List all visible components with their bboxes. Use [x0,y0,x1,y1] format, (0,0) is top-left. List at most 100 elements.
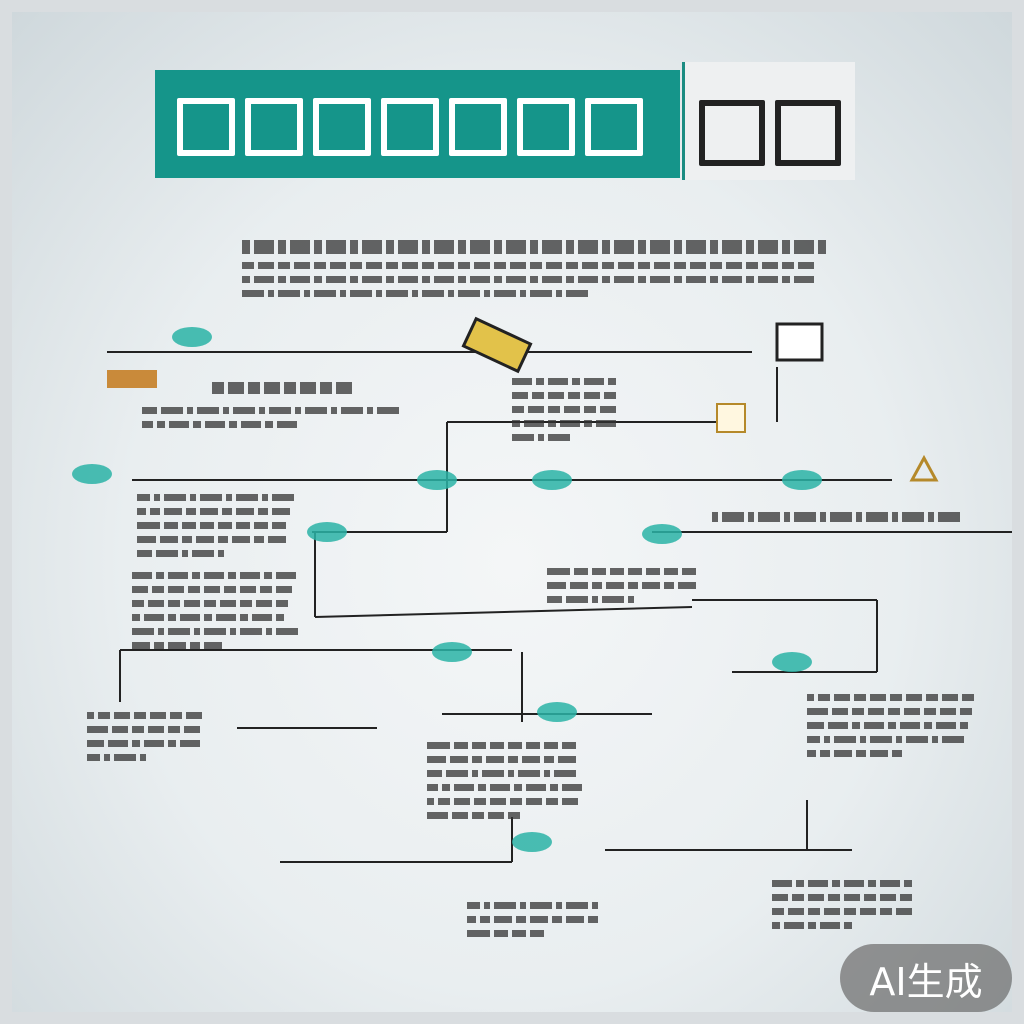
pseudo-text [824,908,840,915]
pseudo-text [522,756,540,763]
pseudo-text [650,276,670,283]
pseudo-text [758,276,778,283]
pseudo-text [132,600,144,607]
title-glyph [585,98,643,156]
pseudo-text [712,512,718,522]
pseudo-text [240,572,260,579]
calendar-icon [716,403,746,433]
pseudo-text [584,406,596,413]
pseudo-text [820,922,840,929]
pseudo-text [269,407,291,414]
pseudo-text [314,276,322,283]
pseudo-text [470,276,490,283]
pseudo-text [852,708,864,715]
pseudo-text [427,784,438,791]
pseudo-text [604,392,616,399]
pseudo-text [427,798,434,805]
pseudo-text [454,798,470,805]
pseudo-text [664,582,674,589]
teal-document-icon [772,652,812,672]
pseudo-text [646,568,660,575]
pseudo-text [820,750,830,757]
pseudo-text [868,880,876,887]
pseudo-text [510,262,526,269]
pseudo-text [197,407,219,414]
pseudo-text [758,240,778,254]
pseudo-text [362,240,382,254]
pseudo-text [150,508,160,515]
pseudo-text [132,740,140,747]
pseudo-text [132,726,144,733]
pseudo-text [544,770,550,777]
pseudo-text [290,276,310,283]
pseudo-text [722,512,744,522]
pseudo-text [614,240,634,254]
pseudo-text [226,494,232,501]
pseudo-text [192,550,214,557]
pseudo-text [137,536,156,543]
pseudo-text [200,508,218,515]
teal-document-icon [532,470,572,490]
pseudo-text [472,742,486,749]
pseudo-text [186,712,202,719]
pseudo-text [654,262,670,269]
pseudo-text [794,240,814,254]
pseudo-text [892,750,902,757]
pseudo-text [427,770,442,777]
pseudo-text [512,434,534,441]
diagram-canvas: AI生成 [12,12,1012,1012]
pseudo-text [856,512,862,522]
pseudo-text [326,276,346,283]
pseudo-text [240,614,248,621]
title-glyph [775,100,841,166]
pseudo-text [268,290,274,297]
chart-icon [775,322,824,362]
pseudo-text [832,708,848,715]
pseudo-text [137,550,152,557]
pseudo-text [242,240,250,254]
pseudo-text [614,276,634,283]
pseudo-text [168,600,180,607]
pseudo-text [164,494,186,501]
pseudo-text [398,276,418,283]
teal-document-icon [432,642,472,662]
pseudo-text [870,736,892,743]
title-banner [155,70,680,178]
pseudo-text [276,628,298,635]
pseudo-text [168,628,190,635]
pseudo-text [458,276,466,283]
pseudo-text [574,568,588,575]
pseudo-text [578,240,598,254]
pseudo-text [758,512,780,522]
pseudo-text [277,421,297,428]
pseudo-text [336,382,352,394]
pseudo-text [452,812,468,819]
pseudo-text [547,568,570,575]
pseudo-text [546,262,562,269]
pseudo-text [278,240,286,254]
pseudo-text [258,508,268,515]
pseudo-text [422,290,444,297]
pseudo-text [807,694,814,701]
pseudo-text [216,614,236,621]
pseudo-text [265,421,273,428]
pseudo-text [506,276,526,283]
pseudo-text [157,421,165,428]
pseudo-text [722,240,742,254]
pseudo-text [888,708,900,715]
pseudo-text [566,902,588,909]
pseudo-text [542,276,562,283]
pseudo-text [512,420,520,427]
pseudo-text [112,726,128,733]
pseudo-text [377,407,399,414]
pseudo-text [808,908,820,915]
pseudo-text [236,508,254,515]
pseudo-text [860,736,866,743]
pseudo-text [472,770,478,777]
pseudo-text [114,754,136,761]
pseudo-text [880,908,892,915]
pseudo-text [272,508,290,515]
pseudo-text [200,522,214,529]
pseudo-text [427,742,450,749]
pseudo-text [924,708,936,715]
